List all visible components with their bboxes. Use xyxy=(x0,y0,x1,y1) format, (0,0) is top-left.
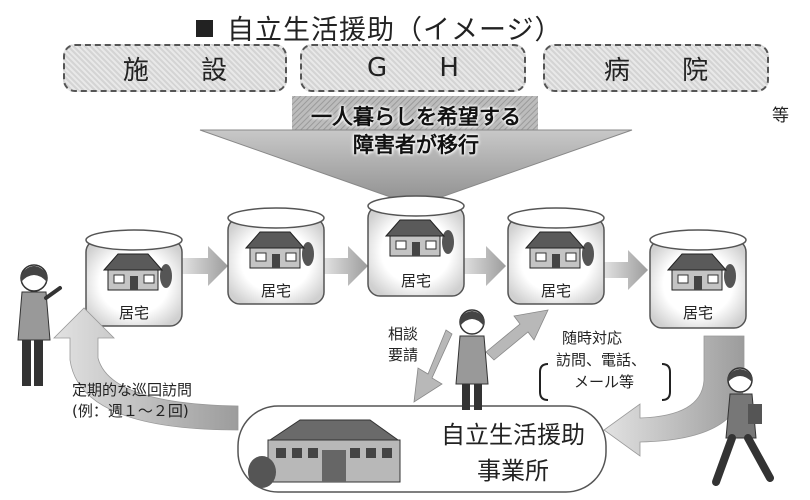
house-label-1: 居宅 xyxy=(118,304,149,322)
house-icon xyxy=(524,231,594,269)
consult-request-label: 相談 要請 xyxy=(388,325,419,364)
staff-woman-left-icon xyxy=(17,264,62,386)
diagram-title: 自立生活援助（イメージ） xyxy=(196,8,562,47)
flow-arrows xyxy=(182,246,648,290)
facility-box-institution: 施 設 xyxy=(63,44,287,92)
office-name: 自立生活援助 事業所 xyxy=(441,421,585,485)
staff-woman-center-icon xyxy=(455,309,489,410)
facility-box-hospital: 病 院 xyxy=(543,44,769,92)
house-label-2: 居宅 xyxy=(260,282,291,300)
office-building-icon xyxy=(248,419,401,488)
square-bullet-icon xyxy=(196,20,213,37)
flow-arrow-4 xyxy=(604,250,648,290)
flow-arrow-3 xyxy=(462,246,506,286)
flow-arrow-2 xyxy=(324,246,368,286)
house-icon xyxy=(666,253,736,291)
title-text: 自立生活援助（イメージ） xyxy=(227,15,563,46)
regular-visit-curve-arrow xyxy=(53,307,239,431)
house-icon xyxy=(244,231,314,269)
walking-staff-icon xyxy=(712,367,774,486)
bracket-right xyxy=(661,363,671,401)
house-label-4: 居宅 xyxy=(540,282,571,300)
regular-visit-label: 定期的な巡回訪問 (例：週１～２回) xyxy=(72,381,193,420)
on-demand-line1: 訪問、電話、 xyxy=(556,351,647,369)
transition-text-line1: 一人暮らしを希望する xyxy=(311,105,521,129)
house-icons xyxy=(102,219,736,291)
house-label-3: 居宅 xyxy=(400,272,431,290)
on-demand-title: 随時対応 xyxy=(562,329,623,347)
house-icon xyxy=(102,253,172,291)
transition-funnel-arrow xyxy=(199,96,633,207)
transition-text-line2: 障害者が移行 xyxy=(353,133,479,157)
facilities-etc-label: 等 xyxy=(772,106,789,126)
flow-arrow-1 xyxy=(182,246,228,286)
facility-box-group-home: G H xyxy=(300,44,526,92)
on-demand-line2: メール等 xyxy=(574,373,635,391)
house-icon xyxy=(384,219,454,257)
bracket-left xyxy=(539,363,549,401)
on-demand-response-arrow xyxy=(485,309,549,361)
consult-request-arrow xyxy=(413,329,453,403)
house-label-5: 居宅 xyxy=(682,304,713,322)
